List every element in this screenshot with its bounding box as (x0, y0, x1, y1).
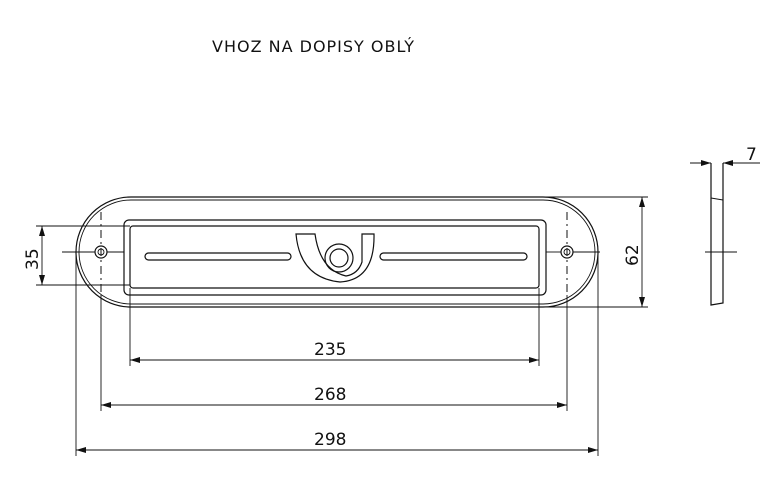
dim-label-268: 268 (314, 385, 346, 405)
dim-label-62: 62 (623, 244, 643, 266)
outer-plate-outline (75, 196, 599, 308)
post-horn-icon (295, 233, 375, 283)
dim-label-35: 35 (23, 248, 43, 270)
drawing-title: VHOZ NA DOPISY OBLÝ (212, 37, 415, 56)
front-view (62, 196, 600, 308)
slot-left (144, 252, 292, 261)
slot-right (379, 252, 528, 261)
flap (129, 225, 540, 289)
flap-frame (123, 219, 547, 296)
extension-lines (36, 196, 648, 456)
dim-label-298: 298 (314, 430, 346, 450)
dim-label-7: 7 (746, 145, 757, 165)
side-view: 7 (690, 145, 760, 306)
dim-label-235: 235 (314, 340, 346, 360)
